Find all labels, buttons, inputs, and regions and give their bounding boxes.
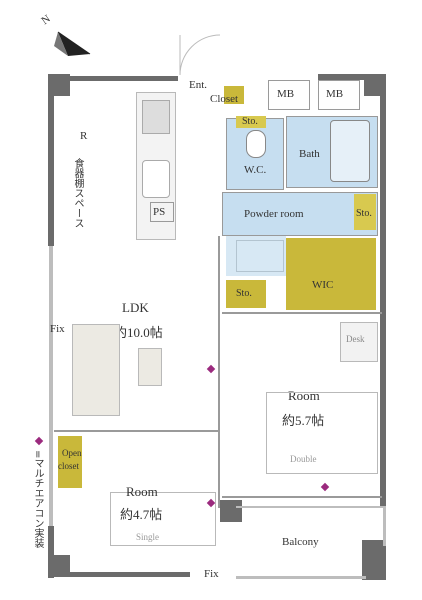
balcony-label: Balcony (282, 536, 319, 548)
partition-room1-bottom (222, 496, 382, 498)
stove-icon (142, 100, 170, 134)
coffee-table (138, 348, 162, 386)
powder-storage (354, 194, 376, 230)
bathtub-icon (330, 120, 370, 182)
wc-sto-label: Sto. (242, 116, 258, 127)
balcony-top-line (236, 506, 384, 508)
closet-label: Closet (210, 93, 239, 105)
open-closet-area (58, 436, 82, 488)
double-bed (266, 392, 378, 474)
room1-name: Room (288, 388, 320, 403)
entrance-label: Ent. (189, 79, 208, 91)
room2-name: Room (126, 484, 158, 499)
wic-area (286, 238, 376, 310)
wc-storage (236, 116, 266, 128)
wall-balcony-right-pillar (362, 540, 386, 580)
compass-arrow-icon (54, 31, 91, 56)
ldk-name: LDK (122, 300, 149, 315)
mb-label-2: MB (326, 88, 344, 100)
wall-bottom (70, 572, 190, 577)
closet-area (224, 86, 244, 104)
legend-text: =マルチエアコン実装 (32, 450, 43, 549)
wall-right-top-pillar (364, 74, 386, 96)
desk-label: Desk (346, 334, 365, 344)
powder-room-label: Powder room (244, 208, 304, 220)
powder-sto-label: Sto. (356, 208, 372, 219)
open-closet-label-1: Open (62, 448, 82, 458)
compass: N (39, 12, 100, 67)
room2-bed-label: Single (136, 532, 160, 542)
storage-small (226, 280, 266, 308)
balcony-rail-right (383, 506, 386, 546)
room1-bed-label: Double (290, 454, 317, 464)
ps-label: PS (153, 206, 166, 218)
wall-bottom-left-pillar (48, 555, 70, 577)
aircon-marker-ldk (206, 364, 216, 374)
wc-label: W.C. (244, 164, 267, 176)
partition-room1-top (222, 312, 382, 314)
wall-left-upper (48, 96, 54, 246)
powder-room-area (222, 192, 378, 236)
room1-size: 約5.7帖 (282, 413, 325, 428)
fix-window-bottom-label: Fix (204, 568, 219, 580)
toilet-icon (246, 130, 266, 158)
cupboard-space-label: 食器棚スペース (72, 158, 83, 228)
wall-left-lower (48, 526, 54, 578)
storage-small-label: Sto. (236, 288, 252, 299)
ps-box (150, 202, 174, 222)
entrance-door-swing (179, 34, 221, 75)
wall-top-right (318, 74, 378, 80)
mb-box-2 (318, 80, 360, 110)
window-left (49, 246, 53, 526)
wall-top-left-pillar (48, 74, 70, 96)
washroom-lower (226, 236, 286, 276)
ldk-size: 約10.0帖 (114, 325, 163, 340)
room2-size: 約4.7帖 (120, 507, 163, 522)
sink-icon (142, 160, 170, 198)
wall-top (70, 76, 178, 81)
partition-room2-top (54, 430, 220, 432)
wall-right (380, 96, 386, 506)
legend-aircon-marker (34, 436, 44, 446)
mb-box-1 (268, 80, 310, 110)
partition-ldk-right (218, 236, 220, 508)
desk (340, 322, 378, 362)
mb-label-1: MB (277, 88, 295, 100)
refrigerator-label: R (80, 130, 88, 142)
fix-window-left-label: Fix (50, 323, 65, 335)
wall-bottom-mid-pillar (220, 500, 242, 522)
balcony-rail (236, 576, 366, 579)
aircon-marker-room1 (320, 482, 330, 492)
open-closet-label-2: closet (58, 461, 79, 471)
wic-label: WIC (312, 279, 334, 291)
sofa (72, 324, 120, 416)
single-bed (110, 492, 216, 546)
bath-label: Bath (299, 148, 320, 160)
